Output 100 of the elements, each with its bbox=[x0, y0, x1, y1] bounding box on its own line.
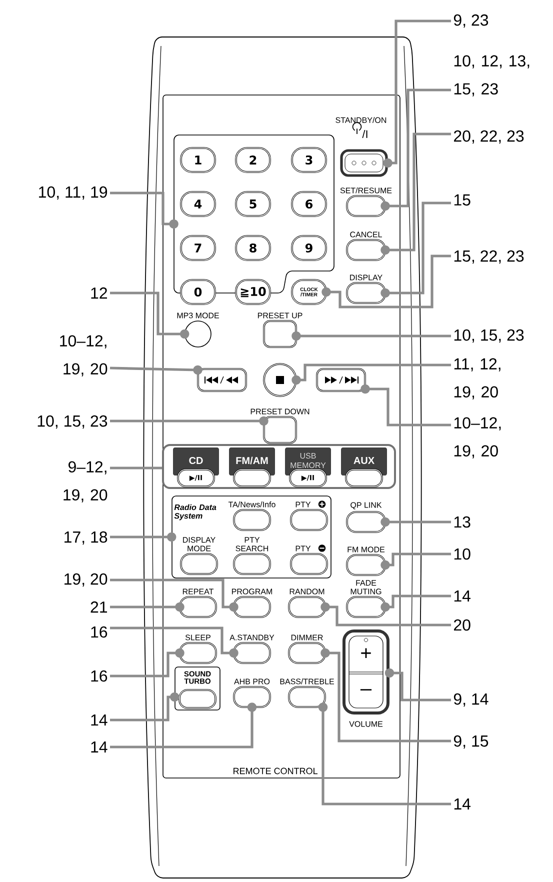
callout-number: 20 bbox=[454, 619, 470, 631]
remote-button: PRESET UP bbox=[258, 312, 302, 348]
node-label: PTY SEARCH bbox=[236, 537, 268, 552]
remote-button: A.STANDBY bbox=[230, 634, 274, 664]
leader-line bbox=[322, 254, 451, 308]
source-panel bbox=[162, 444, 396, 489]
remote-button: FADE MUTING bbox=[346, 580, 386, 618]
leader-line bbox=[360, 384, 451, 426]
callout-number: 17, 18 bbox=[64, 531, 108, 545]
leader-line bbox=[110, 692, 180, 722]
node-label: PTY bbox=[296, 546, 311, 552]
leader-line bbox=[383, 20, 451, 168]
remote-button: BASS/TREBLE bbox=[280, 678, 334, 708]
callout-number: 15, 22, 23 bbox=[454, 250, 524, 264]
callout-number: 20, 22, 23 bbox=[454, 130, 524, 144]
node-label: PTY bbox=[296, 502, 311, 508]
node-label: SET/RESUME bbox=[340, 187, 392, 194]
callout-number: 16 bbox=[91, 626, 108, 638]
callout-number: 11, 12, 19, 20 bbox=[454, 358, 500, 400]
number-key: 7 bbox=[180, 235, 216, 261]
number-key: 5 bbox=[235, 191, 271, 217]
leader-line bbox=[110, 626, 238, 658]
leader-line bbox=[110, 702, 257, 748]
number-key: 1 bbox=[180, 147, 216, 173]
remote-button: RANDOM bbox=[288, 588, 326, 618]
remote-button: REPEAT bbox=[179, 588, 217, 618]
remote-button: DISPLAY MODE bbox=[180, 537, 218, 575]
transport-button bbox=[263, 363, 297, 397]
node-label: CANCEL bbox=[350, 232, 382, 238]
callout-number: 15 bbox=[454, 194, 470, 206]
source-button: FM/AM bbox=[229, 448, 275, 488]
callout-number: 16 bbox=[91, 670, 108, 682]
callout-number: 10–12, 19, 20 bbox=[454, 417, 501, 458]
remote-button: PRESET DOWN bbox=[250, 408, 310, 444]
remote-button: PTY bbox=[290, 500, 328, 531]
remote-button: DIMMER bbox=[288, 634, 326, 664]
number-key: 3 bbox=[291, 147, 327, 173]
node-label: PROGRAM bbox=[232, 588, 272, 594]
leader-line bbox=[384, 668, 451, 702]
leader-line bbox=[110, 648, 184, 678]
remote-button: PTY SEARCH bbox=[233, 537, 271, 575]
node-label: SLEEP bbox=[185, 634, 210, 640]
node-label: FM MODE bbox=[348, 546, 385, 552]
node-label: STANDBY/ON bbox=[336, 117, 386, 123]
leader-line bbox=[110, 466, 162, 470]
callout-number: 10 bbox=[454, 548, 470, 560]
remote-button: PTY bbox=[290, 544, 328, 575]
number-key: 4 bbox=[180, 191, 216, 217]
node-label: AHB PRO bbox=[234, 678, 270, 684]
leader-line bbox=[110, 532, 176, 542]
leader-line bbox=[110, 602, 184, 612]
leader-line bbox=[380, 88, 451, 211]
source-button: AUX bbox=[341, 448, 387, 488]
callout-number: 9, 15 bbox=[454, 735, 488, 749]
number-key: 0 bbox=[180, 279, 216, 305]
leader-line bbox=[380, 517, 451, 527]
printed-label: REMOTE CONTROL bbox=[234, 768, 318, 774]
remote-button: TA/News/Info bbox=[228, 501, 276, 531]
power-button: STANDBY/ON /I bbox=[336, 117, 388, 177]
callout-number: 9, 23 bbox=[454, 14, 488, 28]
node-label: PRESET DOWN bbox=[250, 408, 310, 414]
transport-button bbox=[197, 368, 247, 392]
number-key: 2 bbox=[235, 147, 271, 173]
callout-number: 14 bbox=[91, 742, 108, 752]
callout-number: 19, 20 bbox=[64, 573, 108, 587]
callout-number: 12 bbox=[91, 287, 107, 299]
node-label: /I bbox=[362, 130, 368, 138]
leader-line bbox=[380, 132, 451, 255]
node-label: BASS/TREBLE bbox=[280, 678, 334, 684]
remote-button: PROGRAM bbox=[232, 588, 272, 618]
leader-line bbox=[110, 365, 202, 375]
leader-line bbox=[380, 552, 451, 570]
callout-number: 10, 15, 23 bbox=[38, 415, 108, 429]
node-label: DISPLAY MODE bbox=[183, 537, 216, 552]
callout-number: 14 bbox=[91, 714, 108, 726]
remote-button: FM MODE bbox=[346, 546, 386, 576]
remote-button: DISPLAY bbox=[346, 274, 386, 304]
transport-button bbox=[316, 368, 366, 392]
node-label: FADE MUTING bbox=[350, 580, 382, 594]
number-key: 6 bbox=[291, 191, 327, 217]
callout-number: 14 bbox=[454, 798, 471, 810]
leader-line bbox=[320, 602, 451, 626]
node-label: DISPLAY bbox=[350, 274, 382, 280]
node-label: PRESET UP bbox=[258, 312, 302, 318]
leader-line bbox=[380, 594, 451, 612]
leader-line bbox=[110, 192, 178, 229]
node-label: QP LINK bbox=[350, 502, 382, 510]
remote-button: QP LINK bbox=[346, 502, 386, 533]
callout-number: 10, 12, 13, 15, 23 bbox=[454, 55, 530, 96]
callout-number: 10–12, 19, 20 bbox=[60, 335, 108, 376]
leader-line bbox=[380, 202, 451, 298]
remote-button: SET/RESUME bbox=[340, 187, 392, 217]
remote-button: AHB PRO bbox=[233, 678, 271, 708]
remote-button: SLEEP bbox=[179, 634, 217, 664]
node-label: MP3 MODE bbox=[177, 312, 219, 318]
node-label: RANDOM bbox=[290, 588, 324, 594]
node-label: A.STANDBY bbox=[230, 634, 274, 640]
callout-number: 21 bbox=[90, 601, 107, 613]
leader-line bbox=[292, 331, 451, 341]
leader-line bbox=[292, 364, 451, 385]
